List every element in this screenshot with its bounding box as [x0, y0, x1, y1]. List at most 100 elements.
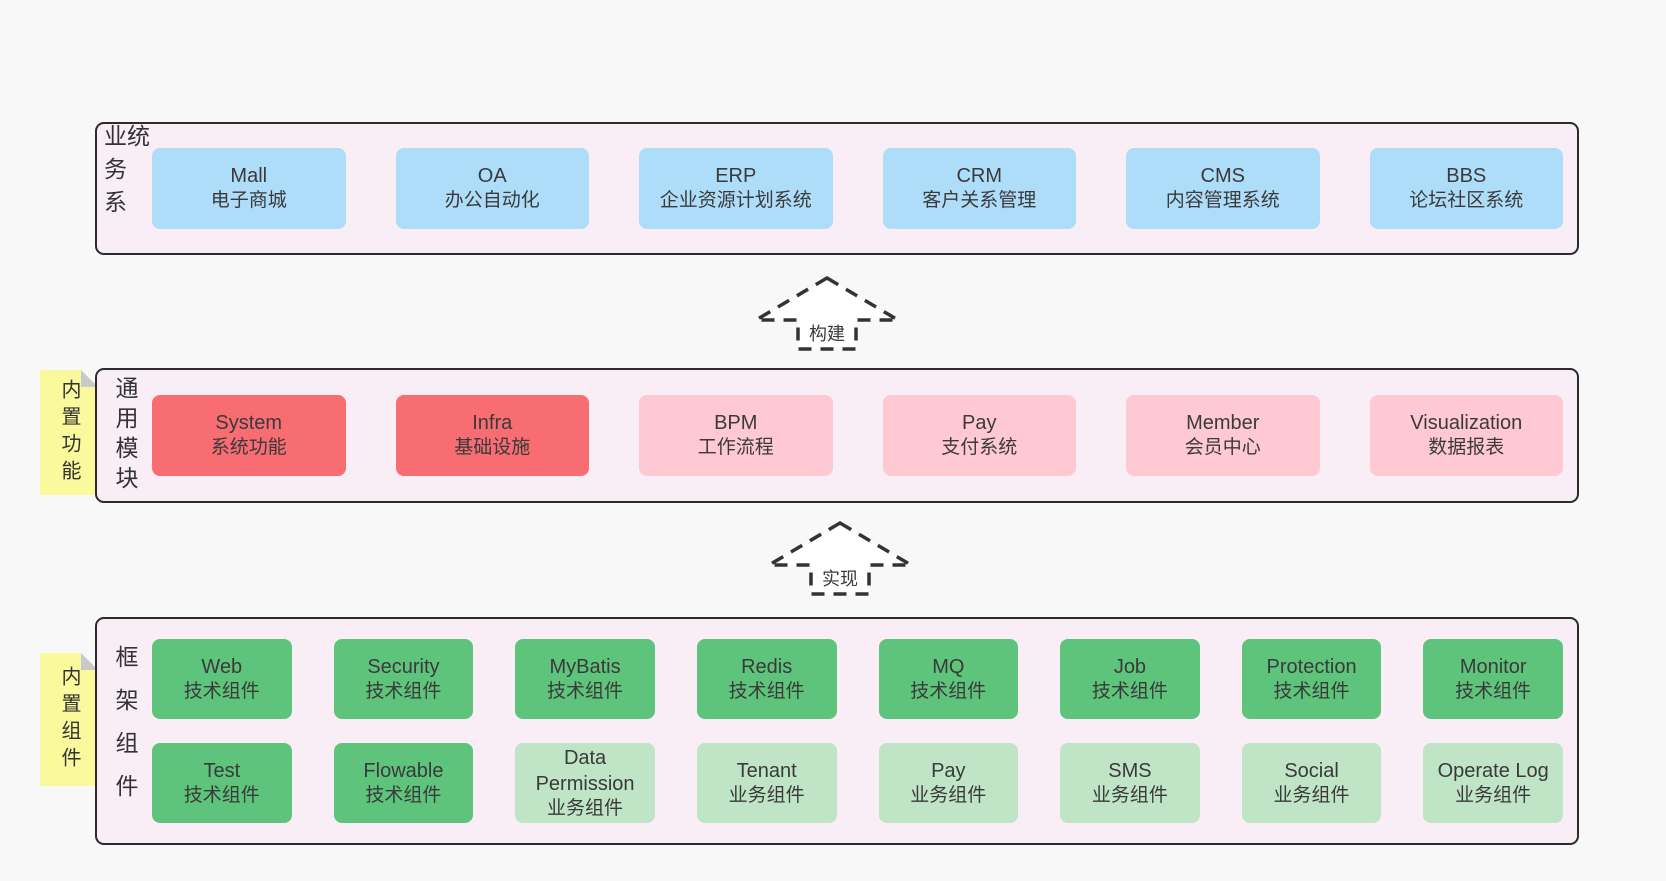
node-name: Tenant	[736, 759, 797, 782]
node-name: Mall	[230, 165, 268, 188]
sticky-note-text: 内置组件	[58, 665, 80, 774]
layer-label: 框架组件	[112, 645, 138, 817]
node-desc: 支付系统	[941, 437, 1018, 459]
node-desc: 客户关系管理	[922, 190, 1037, 212]
node-name: Flowable	[363, 759, 444, 782]
node-name: Redis	[741, 655, 793, 678]
node-desc: 企业资源计划系统	[659, 190, 812, 212]
node-name: Job	[1113, 655, 1147, 678]
arrow-label-text: 构建	[807, 319, 847, 347]
node-name: CMS	[1200, 165, 1245, 188]
node-desc: 系统功能	[210, 437, 287, 459]
node-desc: 电子商城	[210, 190, 287, 212]
node-name: MQ	[932, 655, 965, 678]
node-desc: 技术组件	[1455, 680, 1532, 702]
arrow-build: 构建	[752, 275, 902, 353]
node-name: Member	[1186, 412, 1260, 435]
node-name: ERP	[715, 165, 757, 188]
node-desc: 业务组件	[1273, 784, 1350, 806]
arrow-label: 实现	[765, 564, 915, 592]
node-desc: 会员中心	[1184, 437, 1261, 459]
node-desc: 办公自动化	[444, 190, 540, 212]
node-desc: 业务组件	[728, 784, 805, 806]
up-arrow-icon	[752, 275, 902, 351]
node-name: MyBatis	[549, 655, 621, 678]
sticky-note-builtin-features: 内置功能	[40, 370, 98, 495]
node-desc: 业务组件	[910, 784, 987, 806]
node-name: Data Permission	[535, 746, 635, 795]
node-name: Pay	[962, 412, 997, 435]
layer-label: 通用模块	[112, 375, 138, 496]
node-desc: 技术组件	[183, 680, 260, 702]
node-name: Pay	[931, 759, 966, 782]
node-name: Infra	[472, 412, 513, 435]
node-name: BPM	[714, 412, 758, 435]
node-name: Visualization	[1410, 412, 1523, 435]
node-name: BBS	[1446, 165, 1487, 188]
node-desc: 技术组件	[1273, 680, 1350, 702]
node-desc: 技术组件	[365, 784, 442, 806]
node-desc: 业务组件	[547, 797, 624, 819]
node-name: System	[215, 412, 283, 435]
node-name: Protection	[1266, 655, 1357, 678]
node-name: CRM	[956, 165, 1003, 188]
node-desc: 技术组件	[728, 680, 805, 702]
node-desc: 内容管理系统	[1165, 190, 1280, 212]
node-desc: 论坛社区系统	[1409, 190, 1524, 212]
node-desc: 技术组件	[910, 680, 987, 702]
node-name: Security	[367, 655, 440, 678]
node-name: OA	[477, 165, 507, 188]
node-desc: 工作流程	[697, 437, 774, 459]
node-desc: 技术组件	[183, 784, 260, 806]
node-name: Operate Log	[1437, 759, 1549, 782]
node-desc: 数据报表	[1428, 437, 1505, 459]
node-desc: 业务组件	[1091, 784, 1168, 806]
node-desc: 技术组件	[547, 680, 624, 702]
arrow-label: 构建	[752, 319, 902, 347]
node-name: Test	[203, 759, 241, 782]
node-desc: 技术组件	[365, 680, 442, 702]
sticky-note-text: 内置功能	[58, 378, 80, 487]
up-arrow-icon	[765, 520, 915, 596]
arrow-implement: 实现	[765, 520, 915, 598]
node-name: Web	[201, 655, 243, 678]
arrow-label-text: 实现	[820, 564, 860, 592]
